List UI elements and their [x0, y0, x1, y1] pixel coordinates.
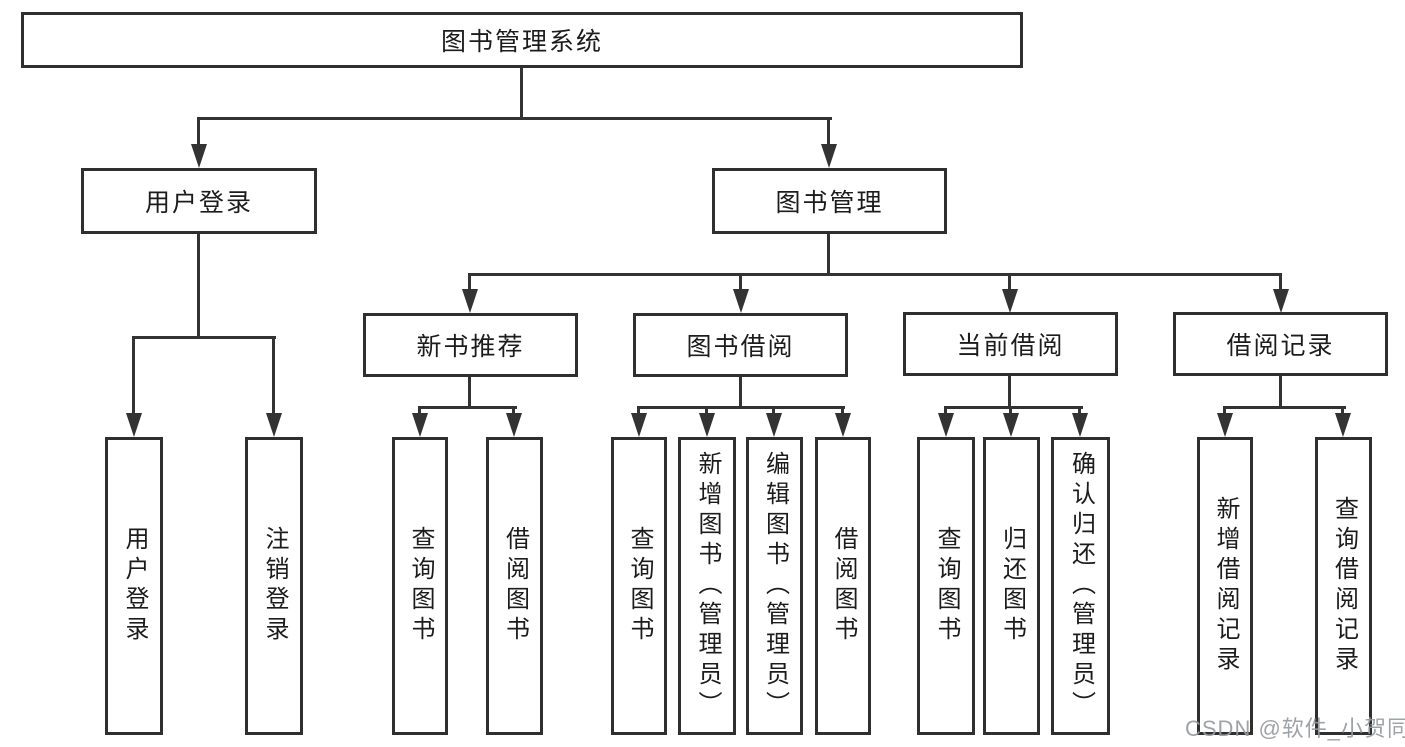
arrow-down-icon — [1072, 413, 1088, 437]
arrow-down-icon — [462, 289, 478, 313]
connector-book-borrowing-stem — [739, 377, 742, 406]
arrow-down-icon — [631, 413, 647, 437]
connector-leaf-stub — [418, 406, 421, 415]
connector-leaf-stub — [841, 406, 844, 415]
connector-leaf-stub — [1078, 406, 1081, 415]
connector-root-to-book-management — [827, 117, 830, 145]
node-book-management-label: 图书管理 — [775, 189, 884, 217]
arrow-down-icon — [835, 413, 851, 437]
connector-root-bar — [197, 117, 832, 120]
connector-book-management-bar — [468, 273, 1282, 276]
connector-leaf-stub — [705, 406, 708, 415]
leaf-edit-books-admin: 编辑图书（管理员） — [746, 437, 803, 735]
connector-to-leaf-logout — [272, 336, 275, 413]
node-new-book-recommend-label: 新书推荐 — [416, 333, 525, 361]
connector-leaf-stub — [1009, 406, 1012, 415]
arrow-down-icon — [191, 144, 207, 168]
connector-to-borrowing-records — [1279, 273, 1282, 290]
connector-root-stem — [520, 68, 523, 117]
leaf-add-borrow-record-label: 新增借阅记录 — [1212, 496, 1239, 676]
leaf-borrow-books-recommend-label: 借阅图书 — [501, 526, 529, 646]
connector-borrowing-records-stem — [1279, 376, 1282, 406]
connector-current-borrowing-stem — [1008, 376, 1011, 406]
node-book-borrowing-label: 图书借阅 — [686, 333, 795, 361]
connector-to-book-borrowing — [739, 273, 742, 290]
leaf-query-books-recommend-label: 查询图书 — [407, 526, 434, 646]
connector-root-to-user-login — [197, 117, 200, 145]
connector-to-current-borrowing — [1008, 273, 1011, 290]
connector-leaf-stub — [1341, 406, 1344, 415]
arrow-down-icon — [766, 413, 782, 437]
leaf-add-books-admin-label: 新增图书（管理员） — [694, 451, 721, 721]
node-user-login: 用户登录 — [81, 168, 317, 234]
node-book-management: 图书管理 — [712, 168, 947, 234]
node-new-book-recommend: 新书推荐 — [363, 313, 578, 377]
arrow-down-icon — [1335, 413, 1351, 437]
arrow-down-icon — [266, 413, 282, 437]
leaf-return-books-label: 归还图书 — [998, 526, 1026, 646]
leaf-borrow-books: 借阅图书 — [815, 437, 871, 735]
leaf-logout-label: 注销登录 — [261, 526, 288, 646]
connector-user-login-stem — [197, 234, 200, 336]
leaf-logout: 注销登录 — [245, 437, 303, 735]
leaf-confirm-return-admin-label: 确认归还（管理员） — [1067, 451, 1095, 721]
connector-leaf-stub — [772, 406, 775, 415]
node-borrowing-records-label: 借阅记录 — [1226, 332, 1335, 360]
node-system-root: 图书管理系统 — [21, 12, 1023, 68]
leaf-query-books-current: 查询图书 — [917, 437, 975, 735]
leaf-query-borrow-record: 查询借阅记录 — [1315, 437, 1372, 735]
connector-user-login-bar — [132, 336, 276, 339]
csdn-watermark: CSDN @软件_小贺同学 — [1185, 716, 1405, 741]
connector-current-borrowing-bar — [944, 406, 1083, 409]
connector-leaf-stub — [637, 406, 640, 415]
leaf-query-books-borrowing-label: 查询图书 — [626, 526, 653, 646]
connector-book-management-stem — [827, 234, 830, 273]
node-user-login-label: 用户登录 — [144, 189, 253, 217]
connector-leaf-stub — [512, 406, 515, 415]
arrow-down-icon — [1003, 413, 1019, 437]
connector-leaf-stub — [944, 406, 947, 415]
connector-book-borrowing-bar — [637, 406, 845, 409]
arrow-down-icon — [126, 413, 142, 437]
connector-to-leaf-user-login — [132, 336, 135, 413]
connector-new-book-recommend-stem — [468, 377, 471, 406]
node-current-borrowing-label: 当前借阅 — [956, 332, 1065, 360]
arrow-down-icon — [821, 144, 837, 168]
leaf-user-login-label: 用户登录 — [121, 526, 148, 646]
leaf-add-borrow-record: 新增借阅记录 — [1197, 437, 1253, 735]
leaf-user-login: 用户登录 — [105, 437, 163, 735]
leaf-query-books-recommend: 查询图书 — [392, 437, 448, 735]
leaf-return-books: 归还图书 — [983, 437, 1040, 735]
connector-leaf-stub — [1223, 406, 1226, 415]
node-borrowing-records: 借阅记录 — [1173, 312, 1388, 376]
arrow-down-icon — [938, 413, 954, 437]
leaf-query-books-borrowing: 查询图书 — [611, 437, 667, 735]
leaf-borrow-books-recommend: 借阅图书 — [486, 437, 543, 735]
leaf-edit-books-admin-label: 编辑图书（管理员） — [761, 451, 789, 721]
arrow-down-icon — [506, 413, 522, 437]
arrow-down-icon — [1217, 413, 1233, 437]
node-system-root-label: 图书管理系统 — [440, 28, 603, 56]
connector-to-new-book-recommend — [468, 273, 471, 290]
arrow-down-icon — [1002, 289, 1018, 313]
arrow-down-icon — [733, 289, 749, 313]
arrow-down-icon — [699, 413, 715, 437]
leaf-borrow-books-label: 借阅图书 — [830, 526, 857, 646]
arrow-down-icon — [1273, 289, 1289, 313]
leaf-confirm-return-admin: 确认归还（管理员） — [1051, 437, 1110, 735]
leaf-query-borrow-record-label: 查询借阅记录 — [1330, 496, 1358, 676]
connector-borrowing-records-bar — [1223, 406, 1346, 409]
arrow-down-icon — [412, 413, 428, 437]
leaf-add-books-admin: 新增图书（管理员） — [678, 437, 736, 735]
node-current-borrowing: 当前借阅 — [903, 312, 1118, 376]
connector-new-book-recommend-bar — [418, 406, 517, 409]
leaf-query-books-current-label: 查询图书 — [933, 526, 960, 646]
node-book-borrowing: 图书借阅 — [633, 313, 848, 377]
